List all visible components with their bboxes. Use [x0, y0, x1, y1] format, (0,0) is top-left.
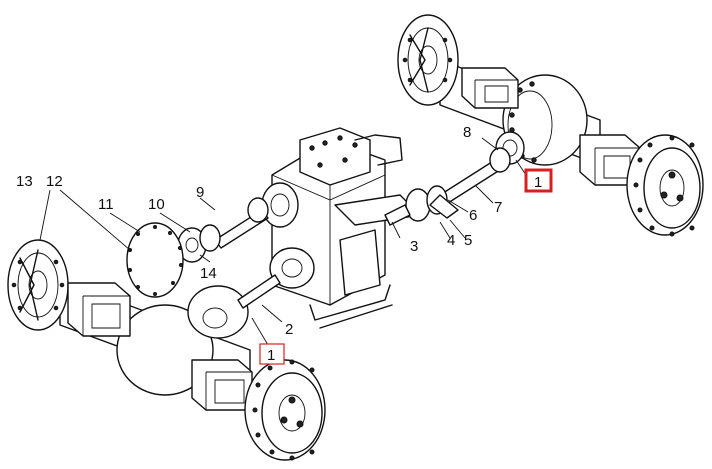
callout-1-right-box	[524, 168, 553, 193]
callout-8[interactable]: 8	[463, 124, 471, 141]
driveshafts	[126, 147, 511, 309]
callout-2[interactable]: 2	[285, 321, 293, 338]
callout-11[interactable]: 11	[98, 196, 114, 213]
callout-9[interactable]: 9	[196, 184, 204, 201]
callout-13[interactable]: 13	[16, 173, 33, 190]
callout-labels: 13 12 11 10 9 14 8 7 6 5 4 3 2 1 1	[16, 124, 553, 365]
front-axle-assembly	[7, 239, 326, 461]
callout-6[interactable]: 6	[469, 207, 477, 224]
transmission-assembly	[261, 127, 421, 329]
callout-1-left[interactable]: 1	[259, 343, 285, 365]
callout-7[interactable]: 7	[494, 199, 502, 216]
leader-lines	[39, 137, 527, 346]
callout-1-right-label: 1	[534, 174, 542, 191]
callout-1-left-label: 1	[267, 347, 275, 364]
callout-3[interactable]: 3	[410, 238, 418, 255]
callout-14[interactable]: 14	[200, 265, 217, 282]
callout-1-right-selected[interactable]: 1	[524, 168, 553, 193]
callout-10[interactable]: 10	[148, 196, 165, 213]
callout-12[interactable]: 12	[46, 173, 63, 190]
callout-5[interactable]: 5	[464, 232, 472, 249]
callout-4[interactable]: 4	[447, 232, 455, 249]
callout-1-left-box	[259, 343, 285, 365]
rear-axle-assembly	[397, 14, 704, 237]
